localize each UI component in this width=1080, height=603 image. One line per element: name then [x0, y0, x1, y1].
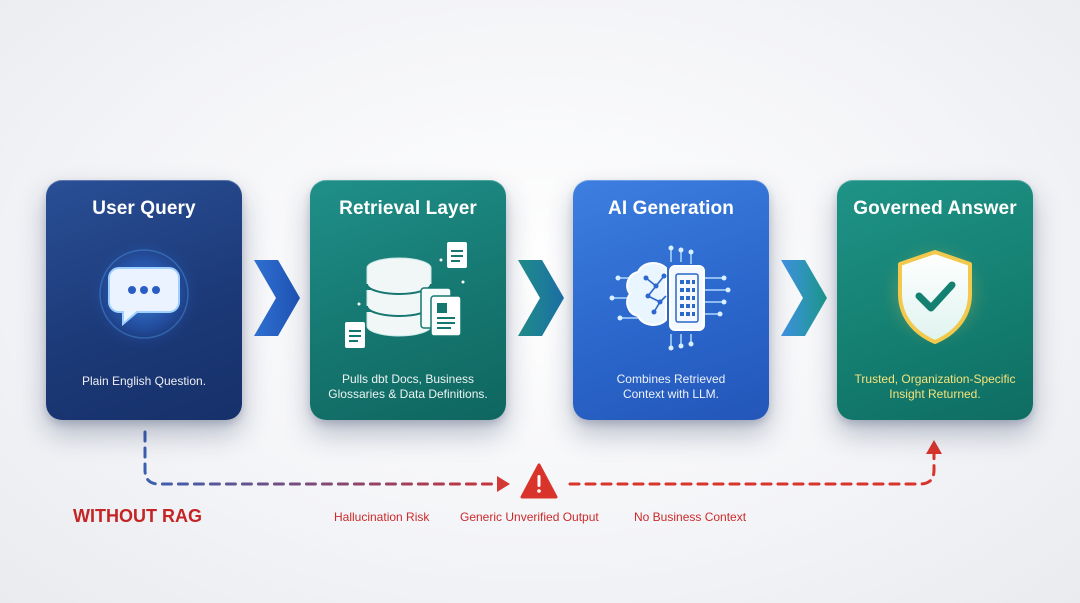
- database-documents-icon: [310, 238, 506, 358]
- card-title: Governed Answer: [853, 198, 1017, 219]
- path-arrowhead-up: [926, 440, 942, 454]
- card-description: Pulls dbt Docs, Business Glossaries & Da…: [318, 372, 498, 402]
- card-title: User Query: [92, 198, 196, 219]
- chat-bubble-icon: [46, 238, 242, 358]
- without-rag-label: WITHOUT RAG: [73, 506, 202, 526]
- small-document-icon: [447, 242, 467, 268]
- card-title: AI Generation: [608, 198, 734, 219]
- shield-check-icon: [837, 238, 1033, 358]
- card-description: Trusted, Organization-Specific Insight R…: [845, 372, 1025, 402]
- risk-label-no-context: No Business Context: [634, 510, 747, 524]
- card-title: Retrieval Layer: [339, 198, 477, 219]
- governed-answer-card: Governed Answer: [837, 180, 1033, 420]
- user-query-card: User Query Plain English Question.: [46, 180, 242, 420]
- risk-label-generic-output: Generic Unverified Output: [460, 510, 599, 524]
- description-line: Insight Returned.: [889, 387, 981, 401]
- ai-generation-card: AI Generation: [573, 180, 769, 420]
- path-arrowhead: [497, 476, 510, 492]
- card-description: Plain English Question.: [81, 374, 207, 388]
- document-icon: [420, 287, 462, 337]
- risk-label-hallucination: Hallucination Risk: [334, 510, 430, 524]
- description-line: Trusted, Organization-Specific: [854, 372, 1016, 386]
- warning-triangle-icon: [520, 463, 558, 499]
- chevron-right-icon: [254, 260, 300, 336]
- chevron-right-icon: [518, 260, 564, 336]
- description-line: Pulls dbt Docs, Business: [341, 372, 475, 386]
- description-line: Combines Retrieved: [616, 372, 726, 386]
- chevron-right-icon: [781, 260, 827, 336]
- description-line: Context with LLM.: [622, 387, 720, 401]
- card-description: Combines Retrieved Context with LLM.: [581, 372, 761, 402]
- retrieval-layer-card: Retrieval Layer: [310, 180, 506, 420]
- brain-chip-icon: [573, 238, 769, 358]
- small-document-icon: [345, 322, 365, 348]
- description-line: Glossaries & Data Definitions.: [328, 387, 488, 401]
